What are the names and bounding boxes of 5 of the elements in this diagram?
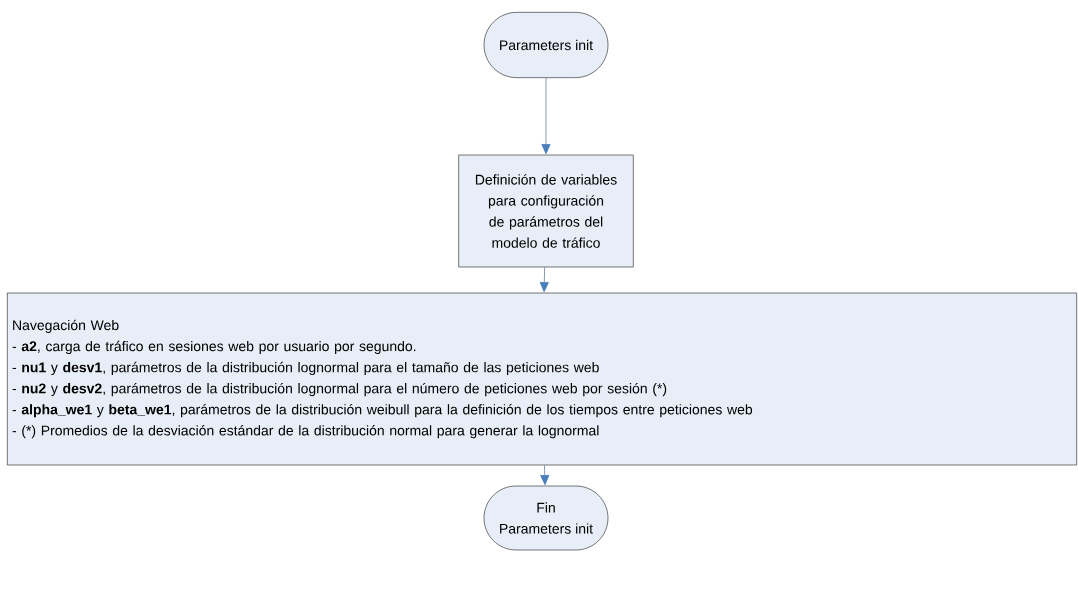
text-box: Navegación Web - a2, carga de tráfico en sesiones web por usuario por segundo. - nu1 y desv1, parámetros de la distribución lognormal para el tamaño de las peticiones web - nu2 y desv2, parámetros de la distribución lognormal para el número de peticiones web por sesión (*) - alpha_we1 y beta_we1, parámetros de la distribución weibull para la definición de los tiempos entre peticiones web - (*) Promedios de la desviación estándar de la distribución normal para generar la lognormal <box>7 292 1077 466</box>
arrow <box>539 266 549 293</box>
arrow <box>541 77 551 155</box>
arrow <box>540 464 550 486</box>
process-box: Definición de variables para configuración de parámetros del modelo de tráfico <box>458 154 634 268</box>
